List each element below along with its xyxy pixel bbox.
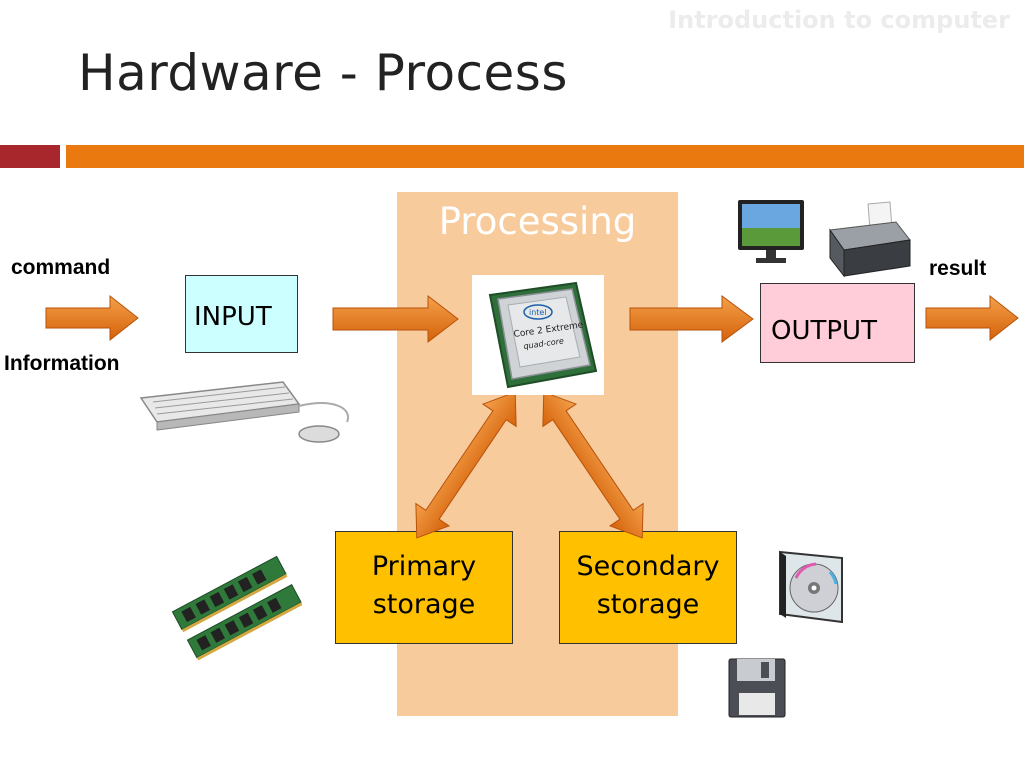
arrow-result-icon: [925, 294, 1019, 342]
primary-storage-line2: storage: [372, 589, 476, 620]
course-title: Introduction to computer: [668, 6, 1010, 34]
cd-case-icon: [779, 550, 843, 624]
primary-storage-line1: Primary: [371, 551, 477, 582]
cpu-chip-icon: intel Core 2 Extreme quad-core: [488, 281, 598, 389]
processing-label: Processing: [438, 200, 637, 243]
floppy-disk-icon: [728, 658, 786, 718]
accent-bar-red: [0, 145, 60, 168]
secondary-storage-line1: Secondary: [576, 551, 720, 582]
output-box: OUTPUT: [760, 283, 915, 363]
secondary-storage-line2: storage: [596, 589, 700, 620]
monitor-icon: [738, 200, 804, 263]
printer-icon: [829, 201, 911, 278]
input-label: INPUT: [194, 302, 272, 332]
arrow-input-to-cpu-icon: [332, 294, 459, 344]
cpu-brand-text: intel: [529, 308, 547, 317]
primary-storage-box: Primary storage: [335, 531, 513, 644]
result-label: result: [929, 257, 987, 280]
input-box: INPUT: [185, 275, 298, 353]
arrow-command-icon: [45, 294, 139, 342]
ram-module-icon: [171, 555, 303, 661]
accent-bar-orange: [66, 145, 1024, 168]
arrow-cpu-to-output-icon: [629, 295, 754, 343]
arrow-cpu-primary-icon: [415, 391, 517, 539]
output-label: OUTPUT: [771, 316, 877, 346]
page-title: Hardware - Process: [78, 44, 568, 102]
command-label: command: [11, 256, 111, 279]
keyboard-icon: [139, 381, 350, 443]
arrow-cpu-secondary-icon: [542, 391, 644, 539]
mouse-icon: [298, 425, 340, 443]
information-label: Information: [4, 352, 120, 375]
secondary-storage-box: Secondary storage: [559, 531, 737, 644]
